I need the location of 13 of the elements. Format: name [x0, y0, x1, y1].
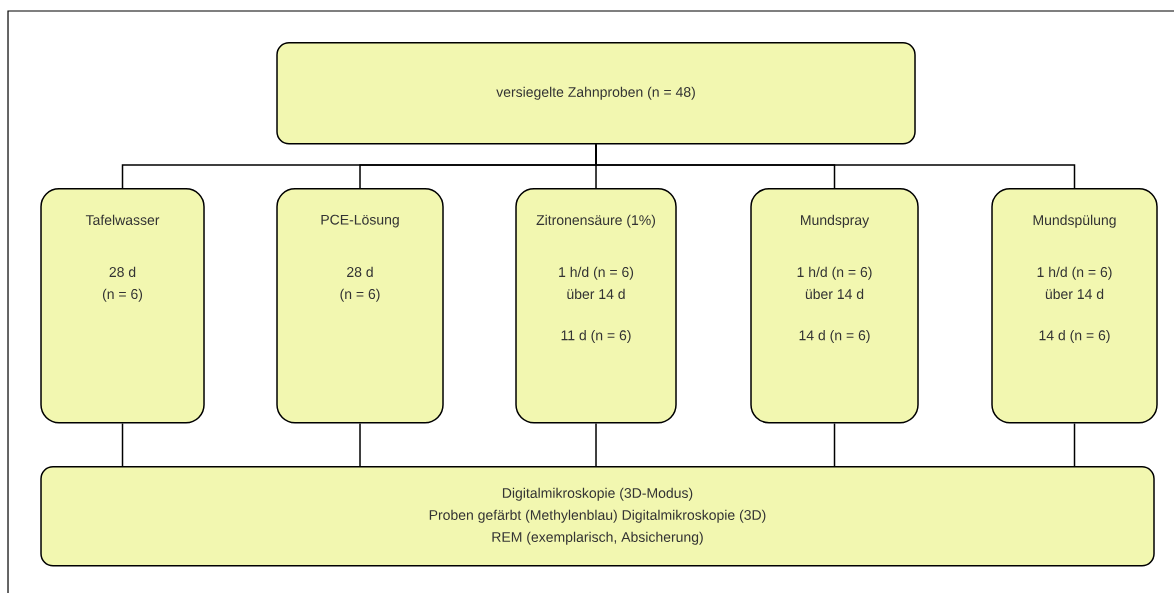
group-box: Mundspray 1 h/d (n = 6) über 14 d 14 d (n = 6) [750, 188, 919, 424]
sample-box: versiegelte Zahnproben (n = 48) [276, 42, 916, 145]
group-box: Tafelwasser 28 d (n = 6) [40, 188, 205, 424]
group-box: Zitronensäure (1%) 1 h/d (n = 6) über 14 d 11 d (n = 6) [515, 188, 677, 424]
group-box: Mundspülung 1 h/d (n = 6) über 14 d 14 d (n = 6) [991, 188, 1158, 424]
method-box: Digitalmikroskopie (3D-Modus) Proben gefärbt (Methylenblau) Digitalmikroskopie (3D) REM (exemplarisch, Absicherung) [40, 466, 1155, 567]
connector-line [595, 143, 1076, 189]
group-box: PCE-Lösung 28 d (n = 6) [276, 188, 444, 424]
connector-line [359, 422, 361, 467]
connector-line [121, 422, 124, 467]
connector-line [833, 422, 836, 467]
connector-line [595, 422, 597, 467]
connector-line [1073, 422, 1076, 467]
